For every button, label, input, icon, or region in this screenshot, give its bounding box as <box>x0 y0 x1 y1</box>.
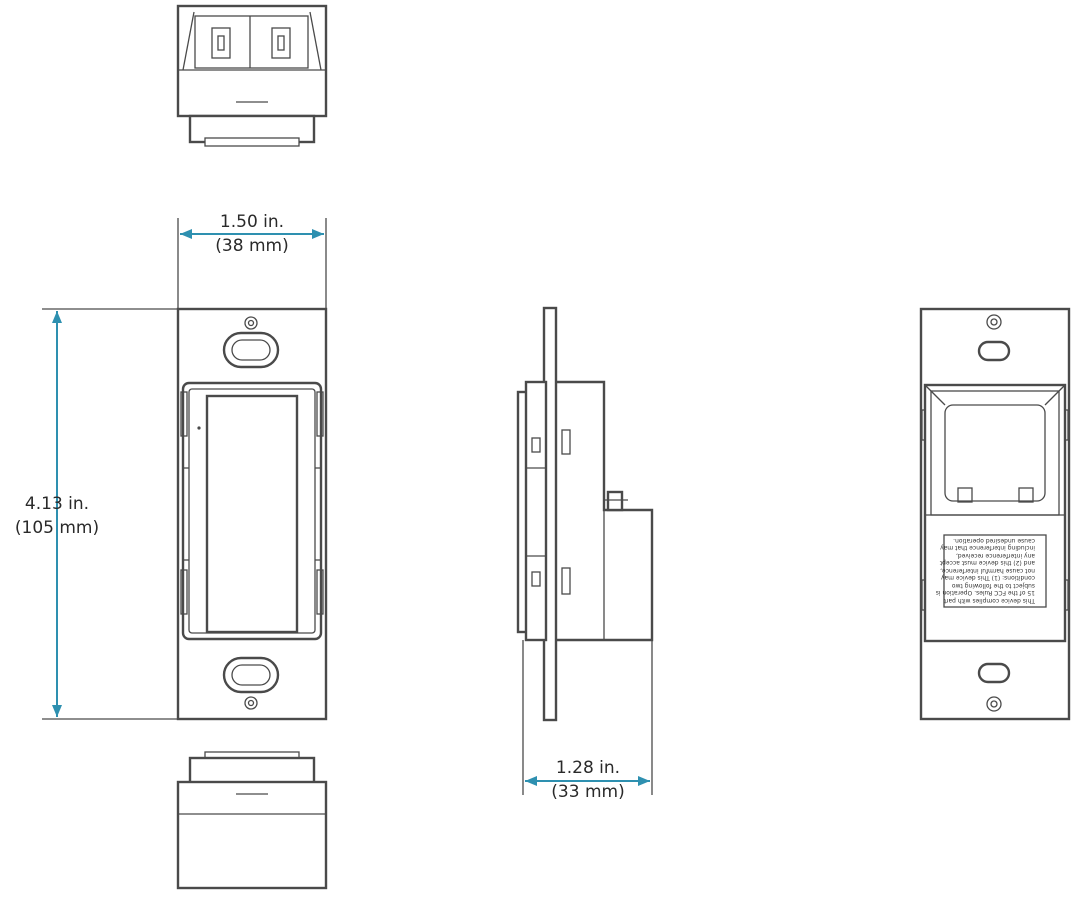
fcc-compliance-label: This device complies with part 15 of the… <box>935 538 1035 604</box>
height-metric: (105 mm) <box>14 518 100 538</box>
width-label: 1.50 in. (38 mm) <box>192 210 312 258</box>
height-label: 4.13 in. (105 mm) <box>2 492 112 540</box>
width-dimension <box>177 218 327 309</box>
height-inches: 4.13 in. <box>24 494 90 514</box>
bottom-view <box>176 751 328 890</box>
side-view <box>516 306 654 722</box>
width-inches: 1.50 in. <box>219 212 285 232</box>
depth-label: 1.28 in. (33 mm) <box>528 756 648 804</box>
depth-dimension <box>522 640 653 795</box>
back-view <box>919 307 1071 721</box>
depth-metric: (33 mm) <box>551 782 625 802</box>
depth-inches: 1.28 in. <box>555 758 621 778</box>
front-view <box>176 307 328 721</box>
width-metric: (38 mm) <box>215 236 289 256</box>
top-view <box>176 4 328 147</box>
height-dimension <box>42 308 178 720</box>
